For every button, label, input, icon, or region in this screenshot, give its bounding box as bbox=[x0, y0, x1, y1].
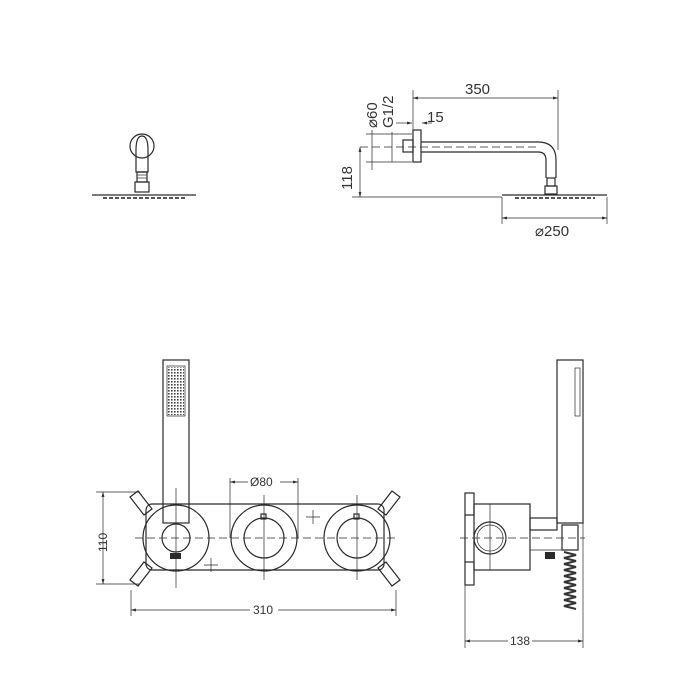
overhead-shower-side-view: 350 15 ⌀60 G1/2 118 ⌀250 bbox=[339, 81, 608, 240]
dim-arm-length: 350 bbox=[465, 81, 490, 98]
overhead-shower-front-view bbox=[92, 133, 196, 199]
dim-mixer-height: 110 bbox=[96, 533, 110, 552]
dim-mixer-depth: 138 bbox=[510, 634, 530, 648]
dim-height: 118 bbox=[339, 166, 356, 190]
mixer-side-view: 138 bbox=[460, 359, 585, 648]
dim-wall-plate-diameter: ⌀60 bbox=[364, 102, 381, 128]
dim-plate-depth: 15 bbox=[427, 109, 444, 126]
mixer-front-view: 110 310 Ø80 bbox=[96, 359, 401, 617]
dim-mixer-width: 310 bbox=[253, 603, 273, 617]
dim-head-diameter: ⌀250 bbox=[535, 223, 569, 240]
dim-thread: G1/2 bbox=[380, 95, 397, 128]
dim-knob-diameter: Ø80 bbox=[250, 475, 273, 489]
